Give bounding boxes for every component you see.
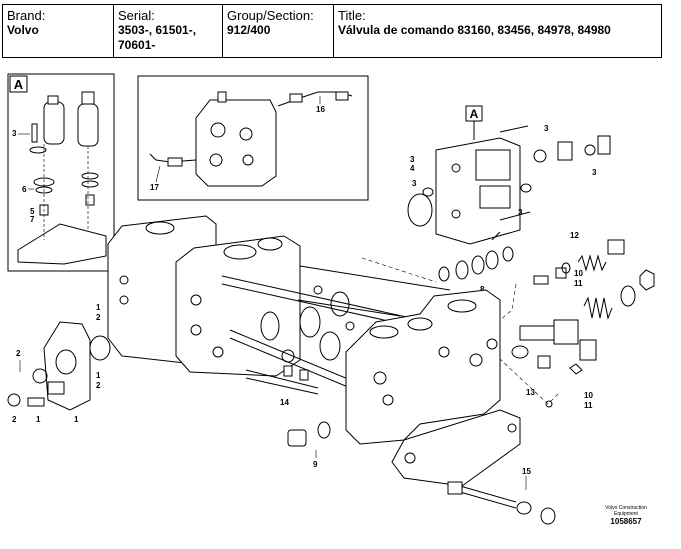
callout-2c: 2 [16,349,21,358]
callout-3c: 3 [412,179,417,188]
callout-15: 15 [522,467,531,476]
callout-16: 16 [316,105,325,114]
detail-top-box [137,75,369,201]
callout-3d: 3 [544,124,549,133]
serial-line1: 3503-, 61501-, [118,23,197,37]
callout-11b: 11 [584,401,593,410]
brand-cell: Brand: Volvo [3,5,114,57]
mounting-bracket [391,409,521,487]
main-a-label: A [470,107,479,121]
callout-2b: 2 [96,381,101,390]
detail-a-box: A [7,73,115,272]
valve-section-3 [345,289,501,445]
upper-solenoid-assembly [407,125,611,245]
callout-1a: 1 [96,303,101,312]
group-label: Group/Section: [227,8,314,23]
callout-12: 12 [570,231,579,240]
callout-1d: 1 [74,415,79,424]
serial-cell: Serial: 3503-, 61501-, 70601- [114,5,223,57]
group-cell: Group/Section: 912/400 [223,5,334,57]
callout-11a: 11 [574,279,583,288]
callout-4: 4 [410,164,415,173]
callout-3f: 3 [518,208,523,217]
footer-line1: Volvo Construction [605,505,647,511]
header-table: Brand: Volvo Serial: 3503-, 61501-, 7060… [2,4,662,58]
detail-a-base [17,223,107,265]
callout-1c: 1 [36,415,41,424]
callout-3b: 3 [410,155,415,164]
footer-line2: Equipment [614,511,638,517]
title-value: Válvula de comando 83160, 83456, 84978, … [338,23,611,37]
serial-line2: 70601- [118,38,156,52]
brand-label: Brand: [7,8,46,23]
callout-3a: 3 [12,129,17,138]
solenoid-left [43,101,65,145]
callout-7: 7 [30,215,35,224]
callout-8: 8 [480,285,485,294]
spring-assembly-upper [533,239,655,291]
callout-1b: 1 [96,371,101,380]
mounting-bolt [447,481,556,525]
callout-3e: 3 [592,168,597,177]
serial-label: Serial: [118,8,155,23]
spring-assembly-lower [511,285,636,375]
solenoid-right [77,103,99,147]
callout-9: 9 [313,460,318,469]
callout-6: 6 [22,185,27,194]
footer-code: 1058657 [610,517,642,526]
group-value: 912/400 [227,23,271,37]
callout-5: 5 [30,207,35,216]
callout-10b: 10 [584,391,593,400]
plug-with-seal [287,421,331,447]
footer-id: Volvo Construction Equipment 1058657 [596,505,656,527]
callout-14: 14 [280,398,289,407]
valve-block [195,99,277,187]
callout-2d: 2 [12,415,17,424]
title-cell: Title: Válvula de comando 83160, 83456, … [334,5,661,57]
seal-rings [438,246,514,282]
detail-a-label: A [14,77,24,92]
brand-value: Volvo [7,23,39,37]
tie-bolts [245,365,319,395]
valve-section-2 [175,235,301,377]
callout-13: 13 [526,388,535,397]
callout-2a: 2 [96,313,101,322]
callout-17: 17 [150,183,159,192]
callout-10a: 10 [574,269,583,278]
end-flange [43,321,91,411]
title-label: Title: [338,8,366,23]
control-valve-body [7,215,521,487]
